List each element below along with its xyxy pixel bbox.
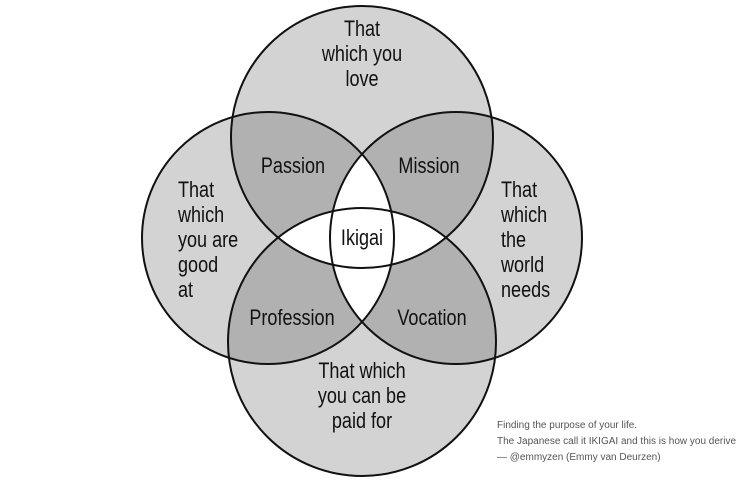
label-line: the xyxy=(501,227,527,252)
caption-attribution: — @emmyzen (Emmy van Deurzen) xyxy=(497,452,661,463)
caption-line-2: The Japanese call it IKIGAI and this is … xyxy=(497,436,737,447)
label-line: That which xyxy=(318,358,406,383)
label-vocation: Vocation xyxy=(397,305,467,330)
label-line: That xyxy=(501,177,538,202)
label-line: love xyxy=(345,66,379,91)
label-ikigai: Ikigai xyxy=(340,225,384,250)
label-world-needs: That which the world needs xyxy=(501,177,550,302)
label-line: which xyxy=(178,202,225,227)
label-line: That xyxy=(178,177,215,202)
label-passion: Passion xyxy=(260,153,326,178)
caption: Finding the purpose of your life. The Ja… xyxy=(497,418,736,466)
label-line: good xyxy=(178,252,219,277)
label-line: at xyxy=(178,277,194,302)
label-line: which xyxy=(501,202,548,227)
label-line: paid for xyxy=(331,408,393,433)
label-line: That xyxy=(343,16,381,41)
label-paid-for: That which you can be paid for xyxy=(280,358,444,433)
label-profession: Profession xyxy=(249,305,335,330)
label-mission: Mission xyxy=(398,153,460,178)
label-line: you are xyxy=(178,227,239,252)
label-that-which-you-love: That which you love xyxy=(280,16,444,91)
label-line: world xyxy=(501,252,545,277)
label-line: you can be xyxy=(317,383,407,408)
label-line: which you xyxy=(321,41,403,66)
label-good-at: That which you are good at xyxy=(178,177,238,302)
circle-outlines xyxy=(141,5,583,477)
label-line: needs xyxy=(501,277,551,302)
caption-line-1: Finding the purpose of your life. xyxy=(497,420,638,431)
